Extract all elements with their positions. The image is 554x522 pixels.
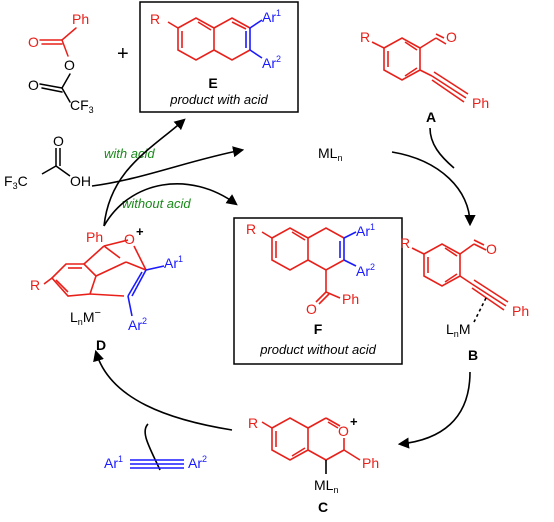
arrow-tfa-to-mln — [91, 146, 245, 187]
product-f-r: R — [246, 221, 256, 237]
compound-b-r: R — [400, 235, 410, 251]
compound-c-mln: MLn — [314, 477, 338, 495]
product-e-structure — [167, 17, 263, 61]
compound-d-ph: Ph — [86, 229, 103, 245]
tfa-f3c: F3C — [4, 173, 28, 191]
compound-c-ph: Ph — [362, 455, 379, 471]
product-f-o: O — [306, 301, 317, 317]
compound-d-label: D — [96, 337, 106, 353]
compound-d-o-plus: + — [136, 224, 144, 239]
alkyne-ar2: Ar2 — [188, 454, 207, 471]
compound-c-o-plus: + — [350, 414, 358, 429]
compound-b-lnm: LnM — [446, 321, 470, 339]
compound-d-lnm: LnM− — [70, 307, 101, 327]
anhydride-ph-label: Ph — [72, 11, 89, 27]
catalyst-mln: MLn — [318, 145, 342, 163]
alkyne-triple-bond — [130, 459, 184, 469]
arrow-d-to-e — [103, 118, 186, 227]
compound-c-label: C — [318, 499, 328, 515]
condition-with-acid: with acid — [104, 146, 155, 161]
arrow-a-join — [429, 127, 455, 169]
compound-a-ph: Ph — [472, 95, 489, 111]
product-f-caption: product without acid — [259, 342, 376, 357]
condition-without-acid: without acid — [122, 196, 191, 211]
arrow-b-to-c — [397, 371, 471, 449]
anhydride-carbonyl-o1: O — [28, 34, 39, 50]
compound-a-label: A — [426, 109, 436, 125]
product-f-ph: Ph — [342, 291, 359, 307]
compound-c-r: R — [248, 415, 258, 431]
product-f-ar1: Ar1 — [356, 222, 375, 239]
compound-d-ar1: Ar1 — [164, 254, 183, 271]
compound-d-ar2: Ar2 — [128, 316, 147, 333]
arrow-mln-to-b — [391, 151, 476, 227]
compound-d-o: O — [124, 231, 135, 247]
anhydride-bridging-o: O — [64, 57, 75, 73]
product-f-label: F — [314, 321, 323, 337]
arrow-c-to-d — [93, 349, 233, 431]
product-e-box — [139, 1, 299, 113]
compound-d-r: R — [30, 277, 40, 293]
product-e-ar1: Ar1 — [262, 8, 281, 25]
product-f-box — [233, 217, 403, 365]
mixed-anhydride: Ph O O O CF3 — [28, 11, 94, 115]
compound-b-o: O — [486, 241, 497, 257]
product-e-label: E — [208, 75, 217, 91]
plus-sign: + — [117, 43, 129, 65]
compound-b-structure — [411, 239, 509, 323]
compound-c-structure — [261, 417, 361, 474]
anhydride-cf3-label: CF3 — [70, 97, 94, 115]
product-f-structure — [261, 227, 357, 305]
product-e-caption: product with acid — [169, 92, 268, 107]
product-e-r: R — [150, 11, 160, 27]
compound-d-structure — [43, 239, 165, 317]
tfa-o-carbonyl: O — [53, 133, 64, 149]
compound-b-ph: Ph — [512, 303, 529, 319]
tfa-oh: OH — [70, 173, 91, 189]
trifluoroacetic-acid — [41, 148, 71, 177]
compound-a-o: O — [446, 29, 457, 45]
compound-a-r: R — [360, 29, 370, 45]
anhydride-carbonyl-o2: O — [28, 77, 39, 93]
compound-a-structure — [371, 33, 469, 103]
compound-c-o: O — [338, 423, 349, 439]
arrow-d-to-f — [103, 183, 238, 227]
compound-b-label: B — [468, 347, 478, 363]
arrow-alkyne-join — [144, 423, 161, 471]
alkyne-ar1: Ar1 — [104, 454, 123, 471]
product-e-ar2: Ar2 — [262, 54, 281, 71]
product-f-ar2: Ar2 — [356, 262, 375, 279]
